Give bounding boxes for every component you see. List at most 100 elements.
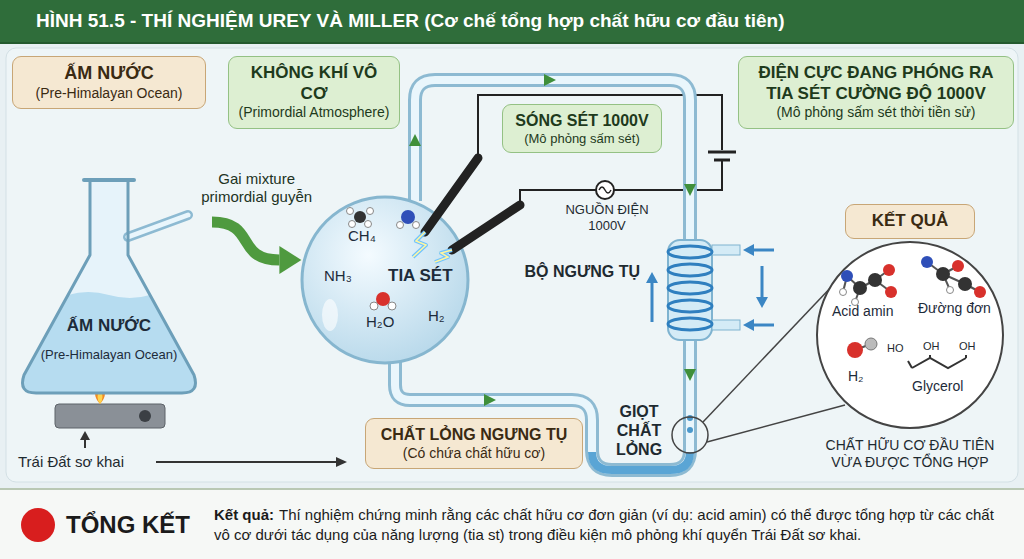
label-box: ẤM NƯỚC(Pre-Himalayan Ocean)	[12, 56, 206, 109]
result-outline	[883, 264, 895, 276]
text-label: HO	[887, 342, 904, 355]
text-label: BỘ NGƯNG TỤ	[500, 262, 640, 281]
text-label: OH	[923, 340, 940, 353]
title-text: HÌNH 51.5 - THÍ NGHIỆM UREY VÀ MILLER (C…	[36, 0, 785, 42]
water-flow-arrow	[646, 244, 774, 331]
summary-band: TỔNG KẾTKết quả:Thí nghiệm chứng minh rằ…	[0, 488, 1024, 559]
condenser-coil	[668, 240, 712, 340]
sphere-outline	[349, 221, 356, 228]
bullet-dot	[21, 508, 55, 542]
condenser-coil	[668, 264, 712, 276]
zoom-callout	[703, 283, 835, 422]
flow-arrow-small	[544, 74, 556, 86]
sphere-outline	[365, 221, 372, 228]
result-outline	[817, 242, 1003, 428]
flask-outline	[84, 178, 134, 182]
bullet-dot	[18, 505, 58, 545]
arrow-head	[279, 246, 301, 274]
condenser-coil	[712, 320, 740, 330]
shape-text: ẤM NƯỚC	[10, 316, 208, 336]
edge-label: Gai mixture primordial guyễn	[192, 170, 322, 206]
label-box: KHÔNG KHÍ VÔ CƠ(Primordial Atmosphere)	[228, 56, 400, 129]
result-shape: Acid amin Đường đơnH₂ Glycerol	[815, 240, 1005, 430]
condenser-coil	[668, 240, 740, 340]
pointer-arrow	[336, 457, 347, 467]
box-subtitle: (Có chứa chất hữu cơ)	[374, 445, 574, 462]
sphere-outline	[322, 299, 338, 331]
box-subtitle: (Pre-Himalayan Ocean)	[21, 85, 197, 102]
summary-body: Thí nghiệm chứng minh rằng các chất hữu …	[214, 506, 994, 543]
shape-text: Đường đơn	[918, 300, 991, 317]
result-outline	[841, 270, 853, 282]
flow-arrow	[212, 222, 279, 260]
sphere-outline	[425, 158, 478, 232]
box-subtitle: (Mô phỏng sấm sét thời tiền sử)	[747, 104, 1005, 121]
sphere-outline	[354, 211, 366, 223]
flow-arrow	[212, 222, 301, 274]
flask-shape: ẤM NƯỚC (Pre-Himalayan Ocean)	[10, 175, 210, 400]
result-outline	[840, 289, 847, 296]
power-wire	[599, 187, 611, 193]
box-subtitle: (Mô phỏng sấm sét)	[511, 131, 653, 147]
flow-arrow-small	[409, 134, 421, 146]
box-heading: ĐIỆN CỰC ĐANG PHÓNG RA TIA SÉT CƯỜNG ĐỘ …	[747, 63, 1005, 104]
sphere-shape: CH₄NH₃TIA SÉTH₂OH₂	[300, 195, 470, 365]
result-outline	[847, 342, 863, 358]
text-label: CHẤT HỮU CƠ ĐẦU TIÊN VỪA ĐƯỢC TỔNG HỢP	[812, 437, 1008, 471]
shape-text: H₂O	[366, 313, 394, 331]
box-subtitle: (Primordial Atmosphere)	[237, 104, 391, 121]
water-flow-arrow	[651, 283, 654, 322]
water-flow-arrow	[761, 266, 764, 298]
sphere-outline	[367, 208, 374, 215]
sphere-outline	[376, 292, 390, 306]
condenser-coil	[668, 318, 712, 330]
text-label: GIỌT CHẤT LỎNG	[608, 402, 670, 459]
power-wire	[596, 181, 614, 199]
power-wire	[478, 95, 736, 205]
sphere-outline	[435, 250, 452, 262]
pointer-arrow	[156, 461, 337, 463]
text-label: OH	[959, 340, 976, 353]
box-heading: CHẤT LỎNG NGƯNG TỤ	[374, 425, 574, 445]
result-outline	[974, 286, 986, 298]
condensed-liquid	[687, 427, 693, 433]
shape-text: H₂	[848, 368, 864, 385]
text-label: Trái Đất sơ khai	[18, 453, 124, 471]
flask-outline	[128, 215, 188, 237]
sphere-outline	[347, 208, 354, 215]
water-flow-arrow	[646, 272, 658, 283]
flask-outline	[23, 292, 196, 393]
flask-outline	[128, 215, 188, 237]
sphere-outline	[413, 232, 426, 257]
shape-text: TIA SÉT	[388, 266, 453, 286]
condenser-coil	[668, 246, 712, 258]
title-bar: HÌNH 51.5 - THÍ NGHIỆM UREY VÀ MILLER (C…	[0, 0, 1024, 44]
zoom-callout	[672, 417, 708, 453]
water-flow-arrow	[743, 319, 754, 331]
sphere-outline	[347, 208, 374, 228]
shape-text: NH₃	[324, 267, 352, 285]
background	[6, 48, 1018, 482]
shape-text: (Pre-Himalayan Ocean)	[10, 347, 208, 363]
box-heading: SÓNG SÉT 1000V	[511, 111, 653, 131]
condenser-coil	[668, 282, 712, 294]
result-outline	[885, 286, 897, 298]
label-box: SÓNG SÉT 1000V(Mô phỏng sấm sét)	[502, 104, 662, 153]
burner	[139, 410, 151, 422]
sphere-outline	[413, 222, 420, 229]
shape-text: Glycerol	[912, 378, 963, 395]
result-outline	[958, 277, 972, 291]
result-outline	[947, 287, 954, 294]
sphere-outline	[302, 197, 468, 363]
water-flow-arrow	[743, 244, 754, 256]
result-outline	[815, 240, 1005, 430]
result-outline	[865, 338, 877, 350]
result-outline	[908, 361, 912, 368]
zoom-callout	[672, 283, 845, 453]
result-outline	[853, 281, 867, 295]
result-outline	[868, 273, 882, 287]
shape-text: Acid amin	[832, 303, 893, 320]
